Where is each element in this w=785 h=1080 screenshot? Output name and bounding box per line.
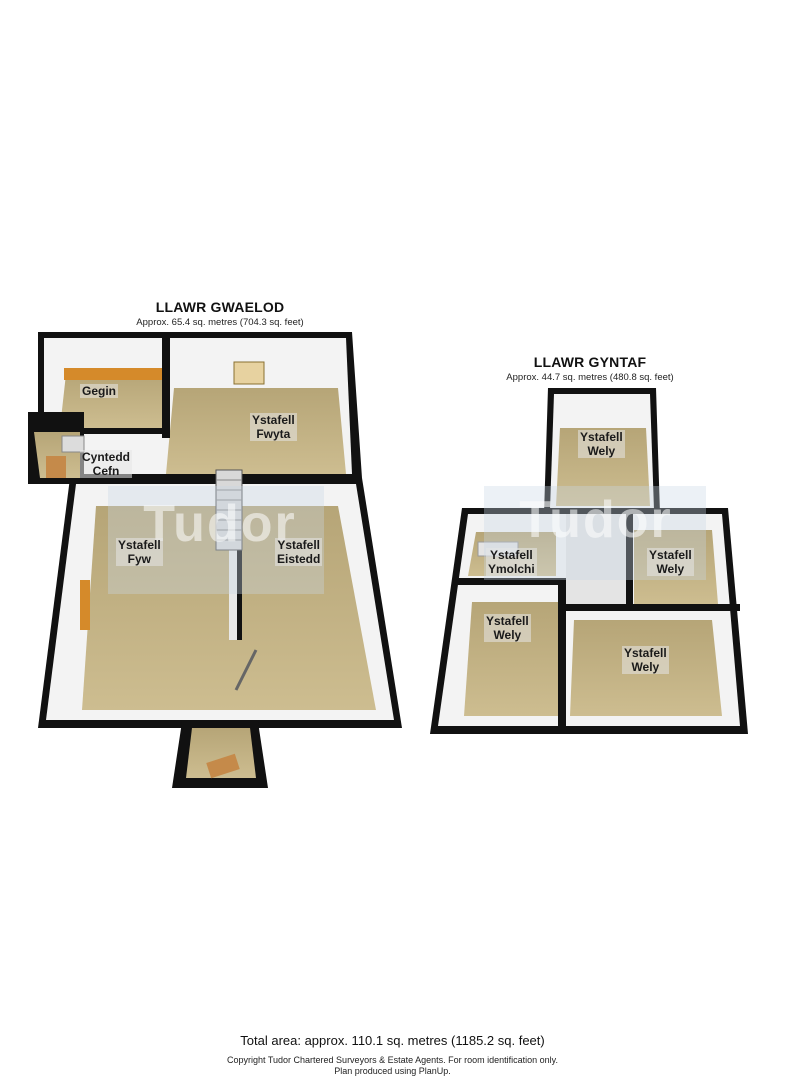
- room-label-kitchen: Gegin: [80, 384, 119, 398]
- first-floor-title: LLAWR GYNTAF: [533, 354, 647, 370]
- planup-credit: Plan produced using PlanUp.: [334, 1066, 451, 1076]
- ground-stair-treads: [216, 479, 242, 541]
- copyright-note: Copyright Tudor Chartered Surveyors & Es…: [227, 1055, 558, 1065]
- ground-watermark-text: Tudor: [143, 495, 297, 553]
- landing-floor: [566, 514, 630, 604]
- back-hall-stair: [46, 456, 66, 478]
- living-fireplace: [80, 580, 90, 630]
- room-label-bed-top: Ystafell Wely: [578, 430, 625, 458]
- room-label-bed-left: Ystafell Wely: [484, 614, 531, 642]
- room-label-bed-right-large: Ystafell Wely: [622, 646, 669, 674]
- ground-floor-title: LLAWR GWAELOD: [155, 299, 285, 315]
- room-label-back-hall: Cyntedd Cefn: [80, 450, 132, 478]
- sink: [61, 435, 85, 453]
- first-floor-area: Approx. 44.7 sq. metres (480.8 sq. feet): [506, 372, 674, 383]
- ground-floor-area: Approx. 65.4 sq. metres (704.3 sq. feet): [136, 317, 304, 328]
- ground-divider-wall: [236, 480, 242, 640]
- room-label-dining: Ystafell Fwyta: [250, 413, 297, 441]
- total-area: Total area: approx. 110.1 sq. metres (11…: [240, 1033, 545, 1048]
- room-label-bathroom: Ystafell Ymolchi: [486, 548, 537, 576]
- kitchen-counter: [64, 368, 164, 380]
- porch-mat: [206, 753, 240, 779]
- room-label-sitting: Ystafell Eistedd: [275, 538, 323, 566]
- first-watermark-text: Tudor: [519, 491, 673, 549]
- room-label-living: Ystafell Fyw: [116, 538, 163, 566]
- room-label-bed-right-small: Ystafell Wely: [647, 548, 694, 576]
- dining-sideboard: [233, 361, 265, 385]
